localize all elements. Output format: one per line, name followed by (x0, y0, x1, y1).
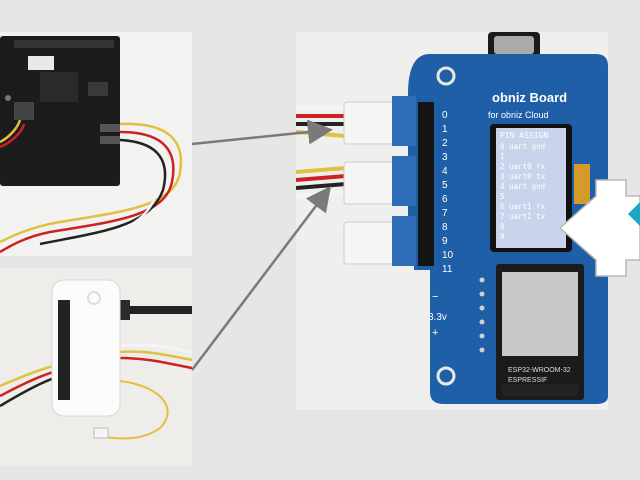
lcd-line: 1 (500, 152, 505, 161)
pin-label: 4 (442, 166, 448, 177)
module-line1: ESP32-WROOM-32 (508, 367, 571, 374)
raspberry-pi-illustration (0, 268, 192, 466)
pin-label: 1 (442, 124, 448, 135)
lcd-screen (496, 128, 566, 248)
obniz-board-illustration: obniz Board for obniz Cloud 012345678910… (296, 32, 608, 410)
board-subtitle: for obniz Cloud (488, 110, 549, 120)
pin-label: 3 (442, 152, 448, 163)
module-line2: ESPRESSIF (508, 377, 547, 384)
lcd-line: 3 uart0 tx (500, 172, 546, 181)
jetson-pcb (0, 36, 120, 186)
voltage-label: 3.3v (428, 312, 447, 323)
board-brand: obniz Board (492, 90, 567, 105)
pin-label: 10 (442, 250, 454, 261)
pin-label: 2 (442, 138, 448, 149)
jetson-board-illustration (0, 32, 192, 256)
pin-label: 8 (442, 222, 448, 233)
pin-label: 11 (442, 264, 453, 275)
plus-label: + (432, 327, 438, 339)
minus-label: − (432, 291, 438, 303)
lcd-title: PIN ASSIGN (500, 131, 548, 140)
lcd-line: 8 (500, 222, 505, 231)
lcd-line: 0 uart gnd (500, 142, 545, 151)
pin-header (418, 102, 434, 266)
lcd-line: 6 uart1 rx (500, 202, 546, 211)
lcd-line: 2 uart0 rx (500, 162, 546, 171)
lcd-line: 5 (500, 192, 505, 201)
jetson-board-photo (0, 32, 192, 256)
pin-label: 9 (442, 236, 448, 247)
pin-label: 6 (442, 194, 448, 205)
pin-label: 7 (442, 208, 448, 219)
lcd-line: 7 uart1 tx (500, 212, 546, 221)
pin-label: 0 (442, 110, 448, 121)
accent-triangle (628, 202, 640, 226)
pin-label: 5 (442, 180, 448, 191)
lcd-line: 4 uart gnd (500, 182, 545, 191)
pin-labels: 0 1 2 3 4 5 6 7 8 9 10 11 (442, 110, 454, 275)
raspberry-pi-photo (0, 268, 192, 466)
lcd-line: 9 (500, 232, 505, 241)
